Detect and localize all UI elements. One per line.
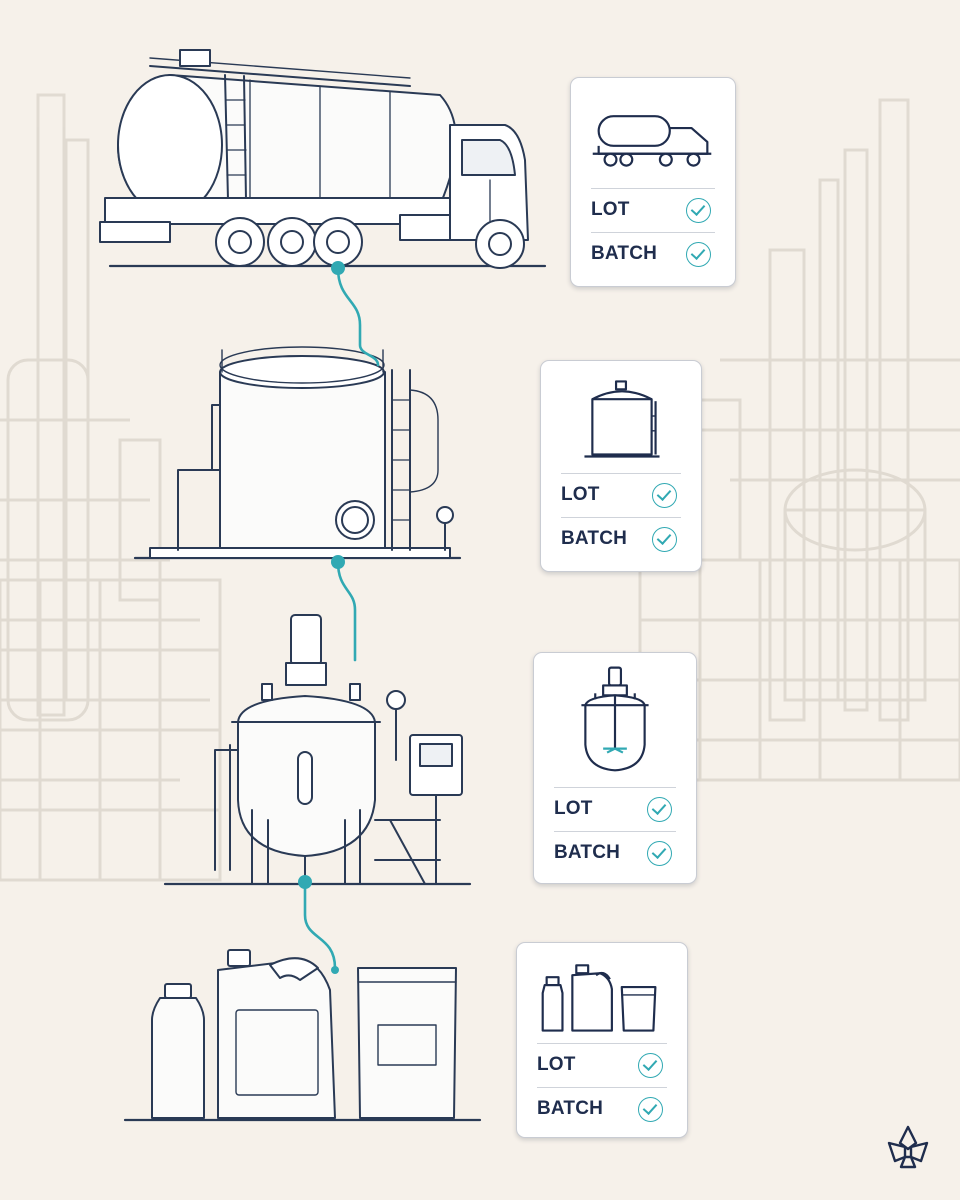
batch-row: BATCH (591, 232, 715, 275)
batch-row: BATCH (537, 1087, 667, 1130)
stage-card-storage-tank: LOT BATCH (540, 360, 702, 572)
stage-card-packaging: LOT BATCH (516, 942, 688, 1138)
check-circle-icon (652, 482, 677, 508)
batch-label: BATCH (561, 528, 628, 549)
flow-connector (303, 266, 380, 970)
reactor-vessel-icon (581, 666, 649, 772)
flow-node (331, 261, 345, 275)
tanker-truck-icon (592, 115, 712, 167)
flow-node (298, 875, 312, 889)
check-circle-icon (686, 197, 711, 223)
check-circle-icon (647, 796, 672, 822)
batch-row: BATCH (561, 517, 681, 560)
packaging-icon (541, 964, 657, 1032)
stage-card-reactor-vessel: LOT BATCH (533, 652, 697, 884)
check-circle-icon (638, 1052, 663, 1078)
check-circle-icon (686, 241, 711, 267)
check-circle-icon (638, 1096, 663, 1122)
storage-tank-illustration (133, 346, 462, 560)
flower-logo-icon (887, 1125, 929, 1169)
batch-label: BATCH (554, 842, 621, 863)
stage-card-tanker-truck: LOT BATCH (570, 77, 736, 287)
flow-node (331, 555, 345, 569)
batch-row: BATCH (554, 831, 676, 874)
check-circle-icon (652, 526, 677, 552)
lot-label: LOT (591, 199, 630, 220)
batch-label: BATCH (591, 243, 658, 264)
lot-label: LOT (554, 798, 593, 819)
lot-label: LOT (561, 484, 600, 505)
packaging-illustration (123, 949, 482, 1122)
tanker-truck-illustration (99, 49, 547, 269)
lot-label: LOT (537, 1054, 576, 1075)
lot-row: LOT (537, 1043, 667, 1086)
lot-row: LOT (554, 787, 676, 830)
reactor-vessel-illustration (163, 614, 472, 886)
batch-label: BATCH (537, 1098, 604, 1119)
lot-row: LOT (591, 188, 715, 231)
flow-node (331, 966, 339, 974)
check-circle-icon (647, 840, 672, 866)
lot-row: LOT (561, 473, 681, 516)
storage-tank-icon (584, 380, 660, 458)
